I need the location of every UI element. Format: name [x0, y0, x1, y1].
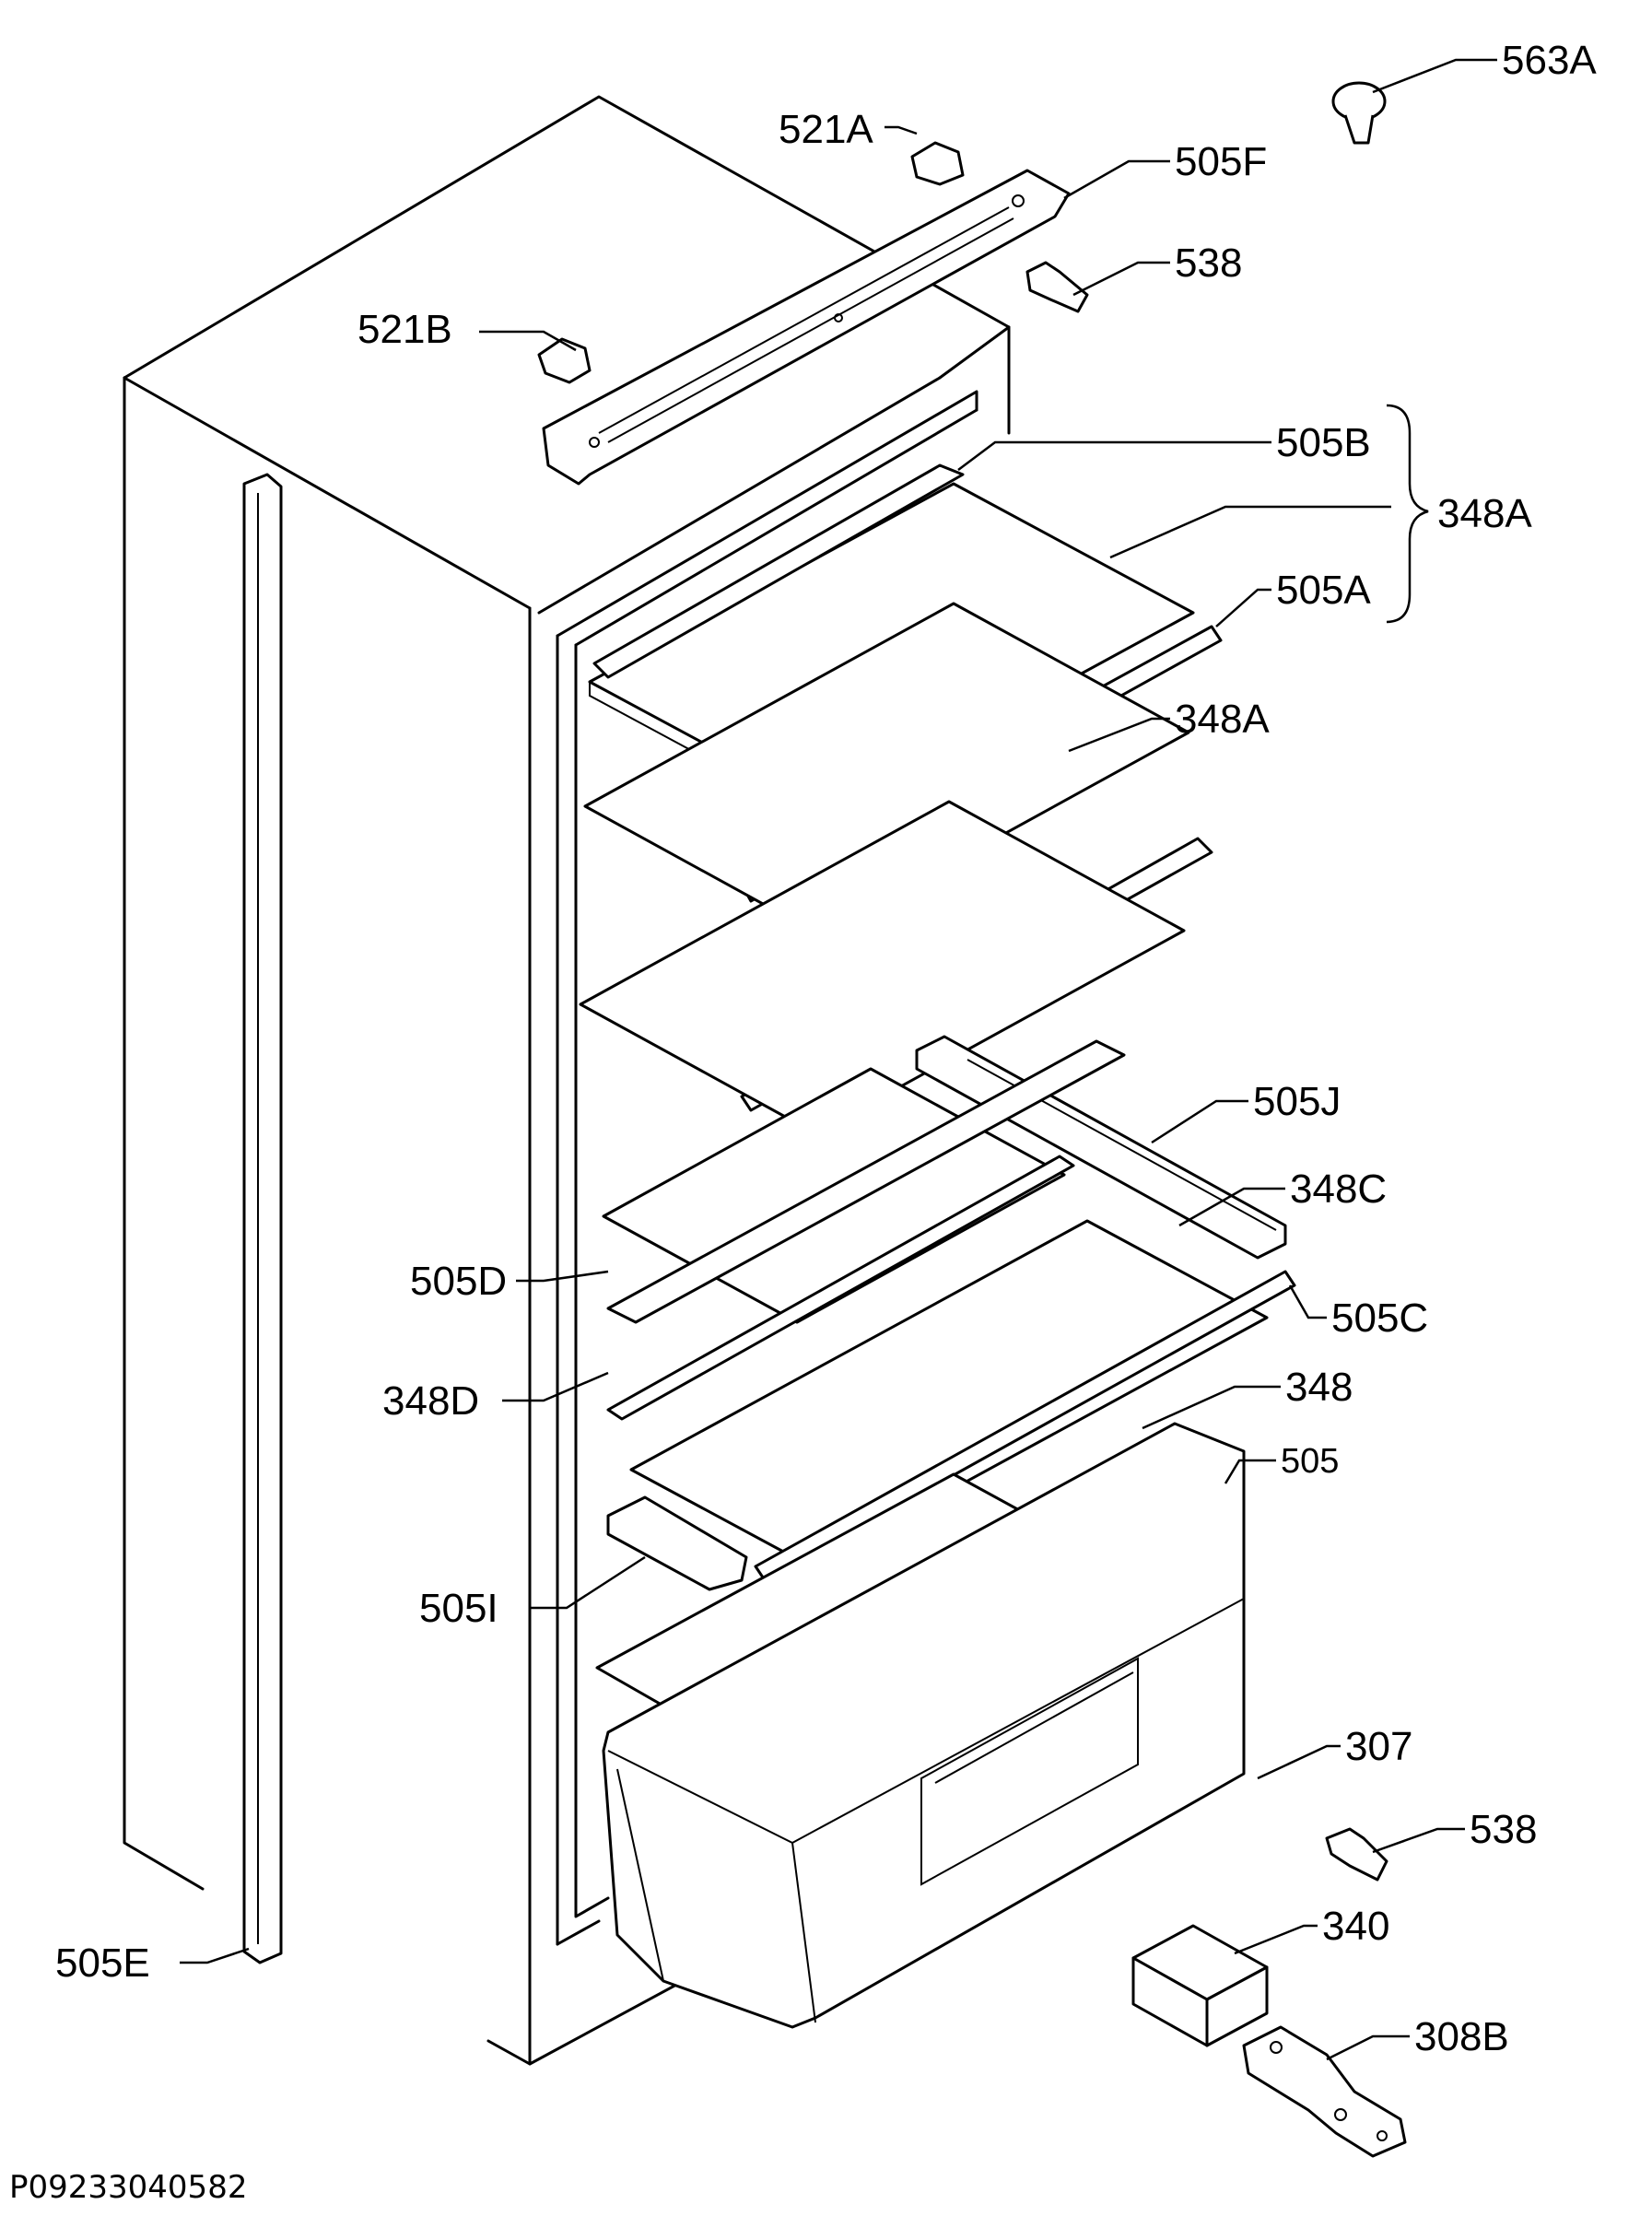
label-505i: 505I [419, 1586, 498, 1631]
screw-563a [1331, 81, 1387, 145]
cap-521b [537, 337, 592, 384]
cabinet-body [123, 95, 1011, 2066]
label-505b: 505B [1276, 420, 1371, 465]
bushing-538-bottom [1325, 1827, 1388, 1882]
label-348a: 348A [1175, 697, 1270, 742]
label-538-bottom: 538 [1470, 1807, 1537, 1852]
label-521a: 521A [779, 107, 873, 152]
label-505a: 505A [1276, 568, 1371, 613]
bushing-538-top [1025, 261, 1089, 313]
document-code: P09233040582 [9, 2169, 247, 2206]
label-521b: 521B [357, 307, 452, 352]
shelf-348c-348d [602, 1035, 1296, 1582]
label-505d: 505D [410, 1259, 507, 1304]
cap-521a [910, 141, 965, 186]
label-538-top: 538 [1175, 240, 1242, 286]
shelf-348a-second [579, 602, 1213, 1135]
label-348c: 348C [1290, 1167, 1387, 1212]
label-563a: 563A [1502, 38, 1597, 83]
trim-505i [606, 1495, 748, 1591]
label-348a-group: 348A [1437, 491, 1532, 536]
leader-lines [180, 58, 1497, 2061]
crisper-drawer-307 [602, 1422, 1246, 2029]
label-348: 348 [1285, 1365, 1353, 1410]
label-505e: 505E [55, 1940, 150, 1986]
label-505j: 505J [1253, 1079, 1341, 1124]
label-308b: 308B [1414, 2014, 1509, 2059]
hinge-308b [1242, 2025, 1407, 2158]
block-340 [1131, 1924, 1269, 2047]
label-348d: 348D [382, 1378, 479, 1424]
label-505c: 505C [1331, 1296, 1428, 1341]
label-505: 505 [1281, 1442, 1339, 1481]
label-307: 307 [1345, 1724, 1412, 1769]
label-340: 340 [1322, 1904, 1389, 1949]
door-seal-505e [242, 473, 283, 1964]
label-505f: 505F [1175, 139, 1267, 184]
top-rail-505f [542, 169, 1071, 486]
